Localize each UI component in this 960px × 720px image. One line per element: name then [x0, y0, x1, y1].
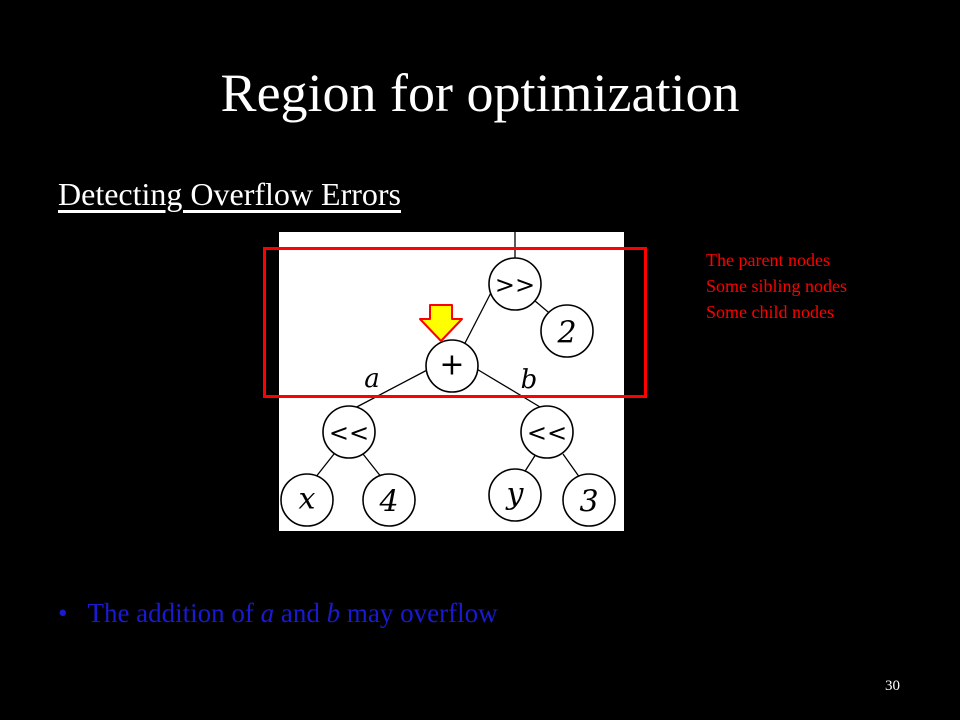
- edge-plus-shl-right: [474, 367, 546, 411]
- bullet-text-after: may overflow: [340, 598, 498, 628]
- node-four-label: 4: [378, 485, 398, 520]
- optimization-region-highlight: [263, 247, 647, 398]
- bullet-var-a: a: [260, 598, 275, 628]
- node-shl-left: [322, 405, 376, 459]
- edge-label-b: b: [521, 365, 538, 395]
- node-shr: [488, 257, 542, 311]
- region-legend: The parent nodes Some sibling nodes Some…: [706, 247, 847, 325]
- expression-tree-svg: >> 2 + << << x 4 y 3 a b: [280, 232, 616, 527]
- bullet-dot-icon: •: [58, 598, 68, 628]
- edge-plus-shl-left: [350, 367, 432, 411]
- bullet-text-before: The addition of: [87, 598, 261, 628]
- slide-title: Region for optimization: [220, 63, 740, 123]
- node-plus-label: +: [439, 348, 464, 383]
- overflow-bullet: • The addition of a and b may overflow: [58, 598, 498, 629]
- node-two-label: 2: [556, 316, 576, 351]
- node-shr-label: >>: [495, 271, 535, 299]
- node-y: [488, 468, 542, 522]
- page-number: 30: [885, 678, 900, 694]
- slide-subtitle: Detecting Overflow Errors: [58, 176, 401, 212]
- bullet-text-middle: and: [274, 598, 327, 628]
- node-y-label: y: [505, 477, 525, 512]
- node-x-label: x: [299, 482, 316, 517]
- edge-label-a: a: [364, 364, 380, 394]
- edge-shl-left-four: [362, 453, 383, 479]
- edge-shl-left-x: [314, 453, 335, 479]
- node-x: [280, 473, 334, 527]
- node-shl-left-label: <<: [329, 419, 369, 447]
- down-arrow-icon: [419, 304, 463, 342]
- node-three: [562, 473, 616, 527]
- node-shl-right-label: <<: [527, 419, 567, 447]
- legend-sibling-nodes: Some sibling nodes: [706, 276, 848, 296]
- node-two: [540, 304, 594, 358]
- node-four: [362, 473, 416, 527]
- expression-tree-diagram: >> 2 + << << x 4 y 3 a b: [279, 232, 624, 531]
- legend-parent-nodes: The parent nodes: [706, 250, 830, 270]
- node-three-label: 3: [579, 485, 598, 520]
- bullet-var-b: b: [326, 598, 341, 628]
- legend-child-nodes: Some child nodes: [706, 302, 834, 322]
- node-shl-right: [520, 405, 574, 459]
- edge-shl-right-three: [562, 453, 581, 479]
- node-plus: [425, 339, 479, 393]
